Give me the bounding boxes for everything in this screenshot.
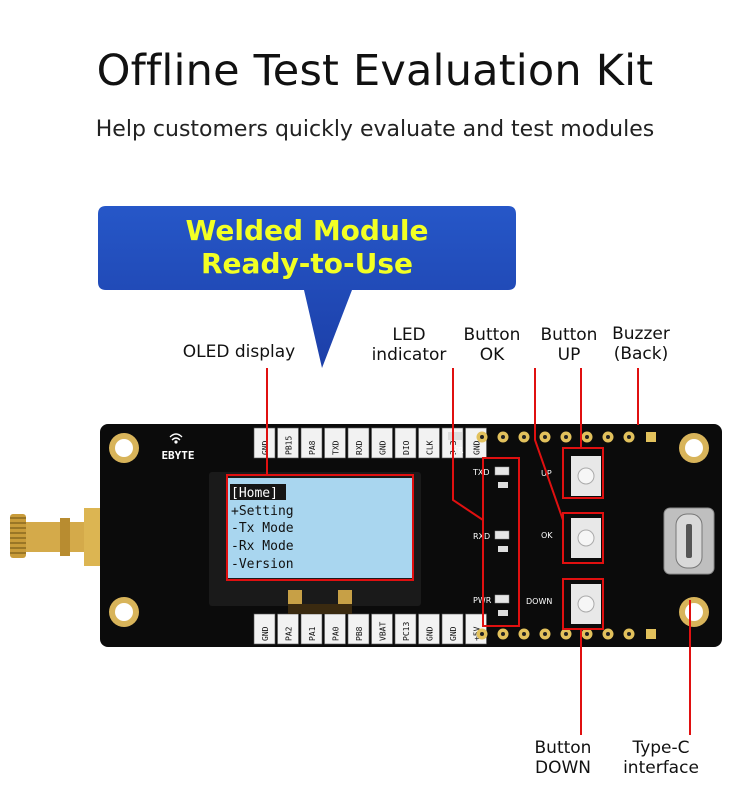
gold-pads [476, 431, 656, 640]
top-header-pin-label: DIO [402, 440, 411, 455]
bottom-header-pin [253, 613, 276, 645]
top-header-pin-label: GND [473, 440, 482, 455]
label-typec-interface: Type-C interface [623, 738, 699, 778]
tr-label: TR [452, 446, 464, 455]
bottom-header-pin-label: VBAT [379, 622, 388, 641]
bottom-header-pin-label: PA0 [332, 626, 341, 641]
top-header-pin [418, 427, 440, 459]
bottom-header-pin [371, 613, 393, 645]
gold-pad-hole [627, 435, 631, 439]
gold-pad-hole [480, 632, 484, 636]
top-header-pin-label: PB15 [285, 436, 294, 455]
screen-line-home: [Home] [231, 486, 278, 501]
label-buzzer-back: Buzzer (Back) [612, 324, 670, 364]
bottom-header-pin [441, 613, 464, 645]
bottom-header-pin [418, 613, 440, 645]
gold-pad-hole [501, 632, 505, 636]
screen-line-rx-mode: -Rx Mode [231, 539, 294, 554]
button-label-down: DOWN [526, 597, 552, 606]
bottom-header-pin-label: PB8 [355, 626, 364, 641]
led-label-rxd: RXD [473, 532, 490, 541]
bottom-header-pin-label: PC13 [402, 622, 411, 641]
screen-line-setting: +Setting [231, 504, 294, 519]
screen-line-version: -Version [231, 557, 294, 572]
gold-pad-hole [564, 632, 568, 636]
gold-pad-hole [585, 435, 589, 439]
highlight-oled [226, 474, 414, 581]
led-label-txd: TXD [472, 468, 490, 477]
top-header-pin-label: CLK [426, 440, 435, 455]
top-header-pin-label: PA8 [308, 440, 317, 455]
highlight-boxes [226, 447, 604, 630]
bottom-header-pin-label: GND [449, 626, 458, 641]
top-header-pin [371, 427, 393, 459]
label-button-up: Button UP [540, 325, 598, 365]
top-header-pin-label: TXD [332, 440, 341, 455]
screen-line-tx-mode: -Tx Mode [231, 521, 294, 536]
top-header-pin [253, 427, 276, 459]
leader-lines [266, 368, 691, 735]
page-title: Offline Test Evaluation Kit [96, 46, 654, 96]
gold-pad-square [646, 432, 656, 442]
top-header-pin-label: GND [261, 440, 270, 455]
label-oled-display: OLED display [182, 342, 296, 362]
ebyte-logo: EBYTE [161, 433, 195, 462]
highlight-button-down [562, 578, 604, 630]
bottom-header-pin [347, 613, 370, 645]
callout-text: Welded Module Ready-to-Use [98, 214, 516, 280]
bottom-header-pin-label: PA2 [285, 626, 294, 641]
top-header-pin [324, 427, 346, 459]
label-button-down: Button DOWN [534, 738, 592, 778]
bottom-header-pin [394, 613, 417, 645]
gold-pad-hole [543, 435, 547, 439]
label-led-indicator: LED indicator [371, 325, 447, 365]
gold-pad-hole [543, 632, 547, 636]
top-header-pin [347, 427, 370, 459]
gold-pad-hole [501, 435, 505, 439]
tr-component [448, 432, 462, 440]
gold-pad-hole [606, 632, 610, 636]
label-button-ok: Button OK [463, 325, 521, 365]
highlight-leds [482, 457, 520, 627]
top-header-pin-label: GND [379, 440, 388, 455]
highlight-button-up [562, 447, 604, 499]
mounting-holes [109, 433, 709, 627]
top-header-pin [394, 427, 417, 459]
bottom-header-pin-label: GND [261, 626, 270, 641]
gold-pad-square [646, 629, 656, 639]
top-header-pin-label: RXD [355, 440, 364, 455]
gold-pad-hole [606, 435, 610, 439]
bottom-header-pin-label: PA1 [308, 626, 317, 641]
gold-pad-hole [522, 632, 526, 636]
page-subtitle: Help customers quickly evaluate and test… [95, 117, 655, 142]
top-header-pin [277, 427, 299, 459]
tact-buttons: UP OK DOWN [526, 456, 601, 624]
gold-pad-hole [564, 435, 568, 439]
gold-pad-hole [585, 632, 589, 636]
callout-line-1: Welded Module [185, 214, 429, 247]
gold-pad-hole [522, 435, 526, 439]
top-header-pin [300, 427, 323, 459]
callout-line-2: Ready-to-Use [201, 247, 413, 280]
button-label-ok: OK [541, 531, 553, 540]
oled-display: [Home] +Setting -Tx Mode -Rx Mode -Versi… [209, 472, 421, 614]
usb-typec-connector [663, 507, 715, 575]
brand-text: EBYTE [161, 449, 194, 462]
gold-pad-hole [480, 435, 484, 439]
highlight-button-ok [562, 512, 604, 564]
bottom-header-pin-label: GND [426, 626, 435, 641]
gold-pad-hole [627, 632, 631, 636]
